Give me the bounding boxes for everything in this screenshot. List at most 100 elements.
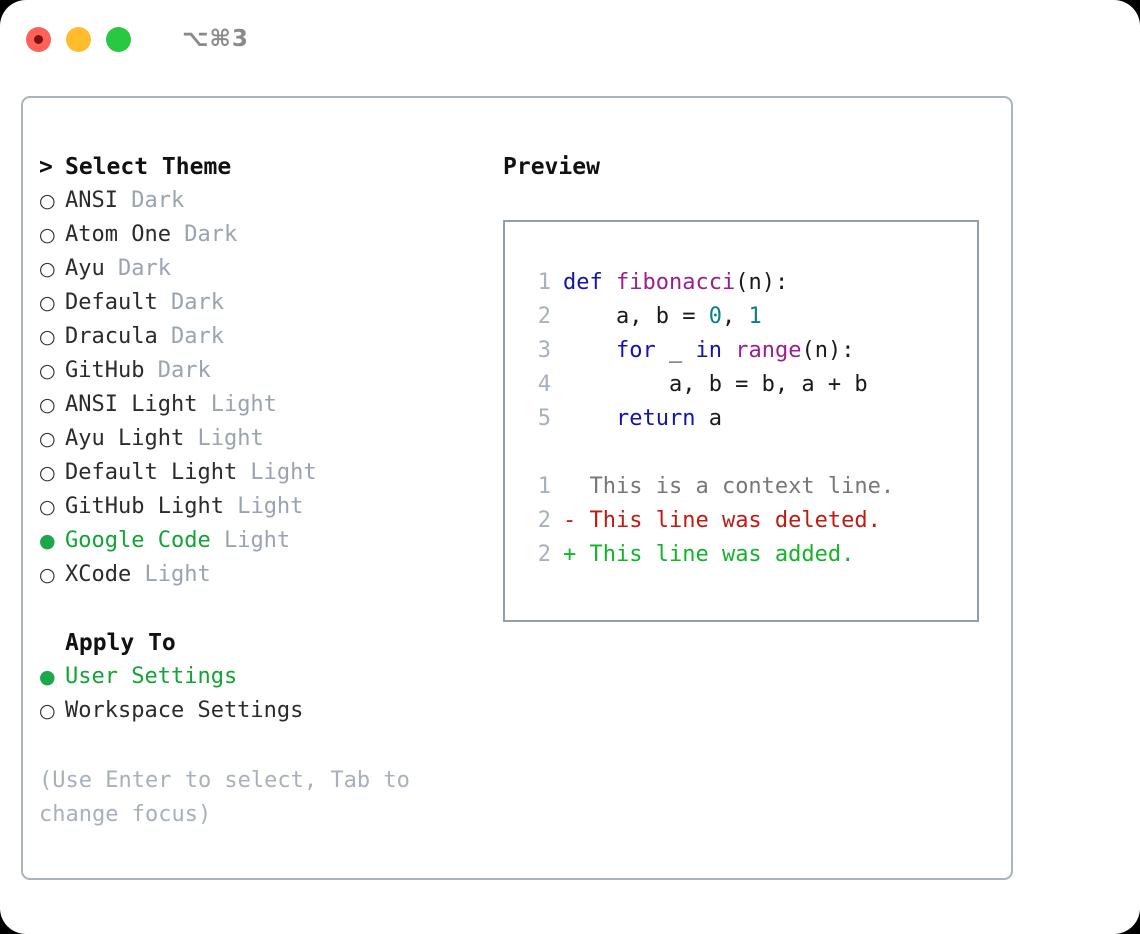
code-token-plain: _ [655, 338, 696, 363]
diff-text: This line was deleted. [576, 508, 881, 533]
theme-kind-badge: Dark [104, 256, 171, 281]
theme-list-item[interactable]: ○XCode Light [39, 558, 499, 592]
line-number: 5 [537, 406, 551, 431]
code-token-fn: fibonacci [615, 270, 736, 295]
theme-list-item[interactable]: ○ Default Dark [39, 286, 499, 320]
code-token-plain [563, 406, 616, 431]
prompt-caret-icon: > [39, 154, 53, 180]
apply-to-option[interactable]: ○Workspace Settings [39, 694, 499, 728]
apply-to-option[interactable]: ● User Settings [39, 660, 499, 694]
radio-unselected-icon: ○ [39, 428, 56, 450]
apply-to-label: Apply To [65, 630, 176, 656]
apply-to-option-label: User Settings [65, 664, 238, 689]
theme-list-item[interactable]: ○Default Light Light [39, 456, 499, 490]
code-token-plain [563, 338, 616, 363]
code-token-num: 0 [708, 304, 722, 329]
apply-to-list: ● User Settings ○Workspace Settings [39, 660, 499, 728]
theme-name: Google Code [65, 528, 211, 553]
code-token-kw: in [695, 338, 722, 363]
code-token-kw: def [563, 270, 616, 295]
theme-list-item[interactable]: ○GitHub Light Light [39, 490, 499, 524]
radio-selected-icon: ● [39, 530, 56, 552]
theme-list-item[interactable]: ○GitHub Dark [39, 354, 499, 388]
line-number: 2 [537, 542, 551, 567]
theme-list-item[interactable]: ● Google Code Light [39, 524, 499, 558]
theme-list-item[interactable]: ○ ANSI Dark [39, 184, 499, 218]
line-number: 1 [537, 270, 551, 295]
diff-text: This line was added. [576, 542, 855, 567]
theme-list-item[interactable]: ○Ayu Dark [39, 252, 499, 286]
radio-selected-icon: ● [39, 666, 56, 688]
minimize-button[interactable] [66, 26, 91, 52]
keyboard-shortcut-label: ⌥⌘3 [182, 26, 249, 52]
theme-kind-badge: Dark [117, 188, 185, 213]
theme-kind-badge: Light [237, 460, 317, 485]
maximize-button[interactable] [106, 26, 131, 52]
close-button[interactable] [26, 26, 51, 52]
theme-list-item[interactable]: ○ Ayu Light Light [39, 422, 499, 456]
title-bar: ⌥⌘3 [0, 0, 1140, 78]
code-token-plain [722, 338, 735, 363]
theme-kind-badge: Light [184, 426, 264, 451]
theme-name: XCode [65, 562, 132, 587]
theme-list: ○ANSI Dark○Atom One Dark○Ayu Dark○Defaul… [39, 184, 499, 592]
theme-list-item[interactable]: ○Dracula Dark [39, 320, 499, 354]
select-theme-label: Select Theme [65, 154, 232, 180]
theme-kind-badge: Dark [144, 358, 211, 383]
apply-to-option-label: Workspace Settings [65, 698, 304, 723]
radio-unselected-icon: ○ [39, 496, 56, 518]
theme-name: Ayu Light [65, 426, 185, 451]
code-line: 5 return a [505, 402, 977, 436]
diff-line: 1 This is a context line. [505, 470, 977, 504]
theme-name: ANSI Light [65, 392, 198, 417]
code-line: 2 a, b = 0, 1 [505, 300, 977, 334]
radio-unselected-icon: ○ [39, 360, 56, 382]
diff-line: 2- This line was deleted. [505, 504, 977, 538]
theme-name: Atom One [65, 222, 171, 247]
code-token-kw: for [615, 338, 656, 363]
theme-name: Default Light [65, 460, 238, 485]
theme-kind-badge: Light [210, 528, 291, 553]
theme-name: Default [65, 290, 158, 315]
radio-unselected-icon: ○ [39, 224, 56, 246]
theme-kind-badge: Light [223, 494, 304, 519]
theme-list-item[interactable]: ○ Atom One Dark [39, 218, 499, 252]
diff-preview: 1 This is a context line.2- This line wa… [505, 470, 977, 572]
radio-unselected-icon: ○ [39, 258, 56, 280]
code-token-plain: a [695, 406, 722, 431]
code-token-plain: a, b = b, a + b [563, 372, 868, 397]
theme-kind-badge: Light [131, 562, 211, 587]
theme-kind-badge: Dark [170, 222, 238, 247]
code-token-fn: range [735, 338, 802, 363]
hint-spacer [39, 728, 499, 758]
theme-name: ANSI [65, 188, 118, 213]
diff-sign [563, 474, 576, 499]
theme-list-item[interactable]: ○ANSI Light Light [39, 388, 499, 422]
theme-name: Dracula [65, 324, 158, 349]
theme-selector-column: >Select Theme ○ANSI Dark○Atom One Dark○A… [39, 150, 499, 832]
radio-unselected-icon: ○ [39, 394, 56, 416]
diff-text: This is a context line. [576, 474, 895, 499]
select-theme-heading: > Select Theme [39, 150, 499, 184]
theme-kind-badge: Dark [157, 324, 224, 349]
line-number: 2 [537, 304, 551, 329]
theme-kind-badge: Dark [157, 290, 224, 315]
list-spacer [39, 592, 499, 626]
main-panel: >Select Theme ○ANSI Dark○Atom One Dark○A… [21, 96, 1013, 880]
recording-indicator-icon [34, 34, 43, 44]
radio-unselected-icon: ○ [39, 292, 56, 314]
code-line: 3 for _ in range(n): [505, 334, 977, 368]
line-number: 2 [537, 508, 551, 533]
line-number: 1 [537, 474, 551, 499]
code-token-plain: , [721, 304, 749, 329]
line-number: 3 [537, 338, 551, 363]
radio-unselected-icon: ○ [39, 190, 56, 212]
keyboard-hint-text: (Use Enter to select, Tab to change focu… [39, 768, 410, 827]
diff-sign: + [563, 542, 577, 567]
code-token-num: 1 [748, 304, 762, 329]
preview-gap [505, 436, 977, 470]
